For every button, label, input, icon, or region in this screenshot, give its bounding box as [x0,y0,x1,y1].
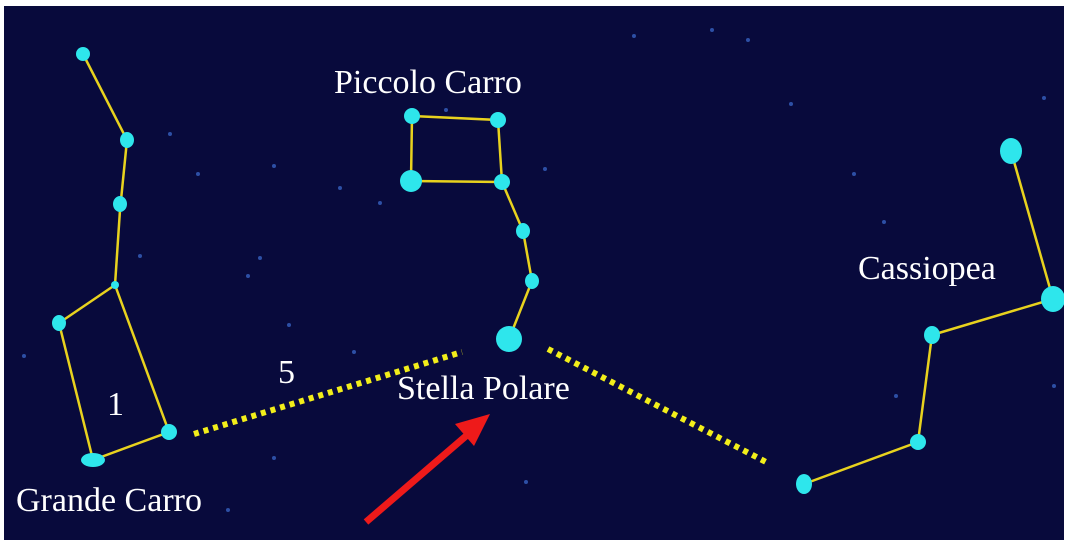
cassiopeia-label: Cassiopea [858,250,996,287]
arrow-head [455,414,490,446]
sky-background [4,6,1064,540]
little-dipper-star [494,174,510,190]
background-star [746,38,750,42]
background-star [894,394,898,398]
polaris-star [496,326,522,352]
background-star [1042,96,1046,100]
big-dipper-star [81,453,105,467]
pointer-line-right [546,346,768,465]
big-dipper-star [76,47,90,61]
little-dipper-stars [400,108,539,352]
little-dipper-star [400,170,422,192]
background-star [710,28,714,32]
little-dipper-star [404,108,420,124]
background-star [138,254,142,258]
background-star [338,186,342,190]
background-star [378,201,382,205]
background-star [168,132,172,136]
little-dipper-star [516,223,530,239]
big-dipper-figure [57,53,171,462]
background-star [287,323,291,327]
background-star [543,167,547,171]
background-star [246,274,250,278]
polaris-label: Stella Polare [397,370,570,407]
big-dipper-star [120,132,134,148]
background-star [1052,384,1056,388]
big-dipper-star [161,424,177,440]
cassiopeia-star [910,434,926,450]
big-dipper-stars [52,47,177,467]
little-dipper-star [490,112,506,128]
big-dipper-label: Grande Carro [16,482,202,519]
cassiopeia-star [1000,138,1022,164]
background-star [272,164,276,168]
background-star [272,456,276,460]
cassiopeia-star [796,474,812,494]
big-dipper-star [52,315,66,331]
background-star [352,350,356,354]
background-stars [22,28,1056,512]
little-dipper-star [525,273,539,289]
polaris-arrow [363,414,490,525]
background-star [632,34,636,38]
background-star [258,256,262,260]
cassiopeia-star [924,326,940,344]
background-star [789,102,793,106]
pointer-lines [193,346,768,465]
little-dipper-label: Piccolo Carro [334,64,522,101]
big-dipper-star [113,196,127,212]
pointer-line-left [193,349,463,437]
background-star [444,108,448,112]
distance-multiple-label: 5 [278,354,295,391]
cassiopeia-star [1041,286,1064,312]
background-star [852,172,856,176]
big-dipper-lines [57,53,171,462]
sky-canvas [4,6,1064,540]
background-star [524,480,528,484]
little-dipper-handle [500,181,534,340]
background-star [22,354,26,358]
background-star [882,220,886,224]
background-star [226,508,230,512]
cassiopeia-stars [796,138,1064,494]
night-sky-diagram: Piccolo Carro Cassiopea Stella Polare 5 … [4,6,1064,540]
background-star [196,172,200,176]
arrow-shaft [363,433,469,525]
big-dipper-star [111,281,119,289]
distance-unit-label: 1 [107,386,124,423]
